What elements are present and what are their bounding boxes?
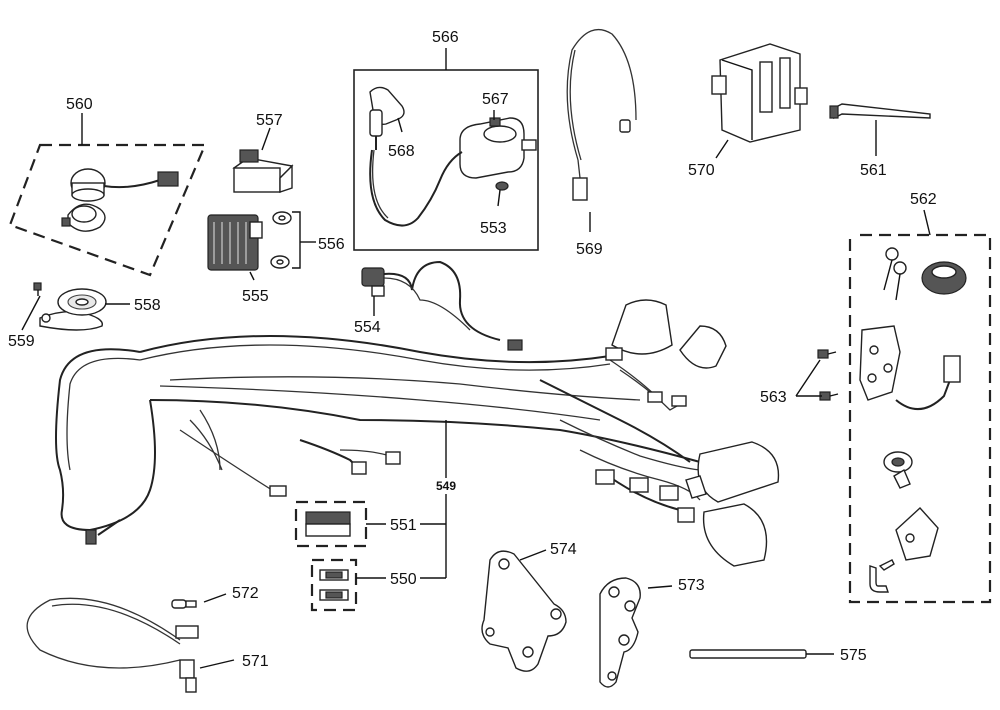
flasher-relay-part xyxy=(711,43,808,159)
bracket-574-part xyxy=(481,549,567,672)
screw-part xyxy=(21,282,42,331)
callout-559: 559 xyxy=(8,333,35,350)
callout-563: 563 xyxy=(760,389,787,406)
bracket-573-part xyxy=(599,577,673,688)
ignition-coil-part xyxy=(459,110,537,179)
fuse-holder-group xyxy=(294,500,386,548)
callout-560: 560 xyxy=(66,96,93,113)
callout-549: 549 xyxy=(436,479,456,493)
callout-556: 556 xyxy=(318,236,345,253)
callout-572: 572 xyxy=(232,585,259,602)
callout-573: 573 xyxy=(678,577,705,594)
bulb-part xyxy=(171,593,227,609)
spark-plug-cap-part xyxy=(369,86,405,150)
callout-569: 569 xyxy=(576,241,603,258)
fuel-cap-part xyxy=(921,261,967,295)
fuse-group xyxy=(310,558,386,612)
lock-plate-part xyxy=(895,507,939,561)
regulator-rectifier-part xyxy=(207,214,263,281)
switch-body-part xyxy=(859,325,961,410)
cdi-unit-part xyxy=(232,127,294,193)
callout-575: 575 xyxy=(840,647,867,664)
main-wiring-harness-part xyxy=(55,299,780,567)
callout-568: 568 xyxy=(388,143,415,160)
callout-570: 570 xyxy=(688,162,715,179)
connector-lead-part xyxy=(361,260,523,351)
horn-part xyxy=(61,168,179,232)
callout-554: 554 xyxy=(354,319,381,336)
callout-561: 561 xyxy=(860,162,887,179)
callout-557: 557 xyxy=(256,112,283,129)
grommet-part xyxy=(270,211,316,269)
neutral-switch-part xyxy=(39,288,130,331)
callout-549-leader xyxy=(420,420,447,579)
seat-lock-part xyxy=(883,451,913,489)
callout-555: 555 xyxy=(242,288,269,305)
throttle-cable-part xyxy=(26,597,235,693)
callout-553: 553 xyxy=(480,220,507,237)
rod-part xyxy=(689,649,834,659)
callout-labels: 560 557 556 555 558 559 566 567 568 553 … xyxy=(8,29,937,670)
callout-550: 550 xyxy=(390,571,417,588)
callout-551: 551 xyxy=(390,517,417,534)
callout-567: 567 xyxy=(482,91,509,108)
horn-assembly-group xyxy=(8,113,207,277)
callout-558: 558 xyxy=(134,297,161,314)
callout-571: 571 xyxy=(242,653,269,670)
ignition-switch-group xyxy=(848,209,992,604)
bolts-part xyxy=(795,349,839,401)
hook-part xyxy=(869,559,895,593)
callout-566: 566 xyxy=(432,29,459,46)
cable-tie-part xyxy=(829,103,931,156)
sensor-lead-part xyxy=(566,29,637,232)
screw-part xyxy=(495,181,509,207)
callout-574: 574 xyxy=(550,541,577,558)
key-part xyxy=(883,247,907,301)
ignition-coil-group xyxy=(353,48,539,251)
callout-562: 562 xyxy=(910,191,937,208)
